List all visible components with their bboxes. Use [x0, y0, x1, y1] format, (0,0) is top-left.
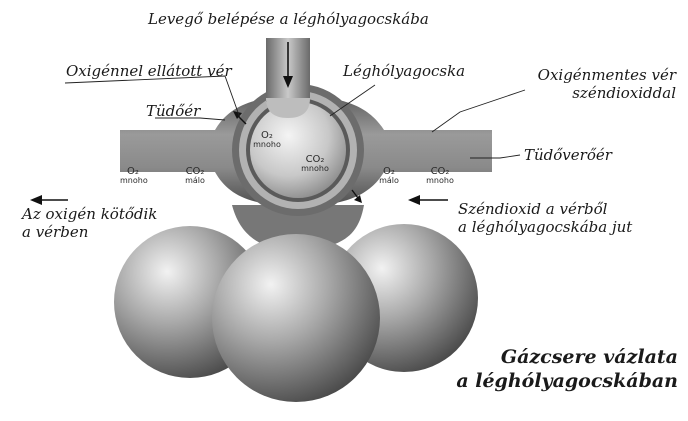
- alveolus-label: Léghólyagocska: [343, 62, 465, 80]
- alveolar-sac-center: [212, 234, 380, 402]
- oxygenated-blood-label: Oxigénnel ellátott vér: [66, 62, 232, 80]
- air-entry-label: Levegő belépése a léghólyagocskába: [148, 10, 429, 28]
- pulmonary-vein-label: Tüdőér: [146, 102, 200, 120]
- pulmonary-artery-label: Tüdőverőér: [524, 146, 612, 164]
